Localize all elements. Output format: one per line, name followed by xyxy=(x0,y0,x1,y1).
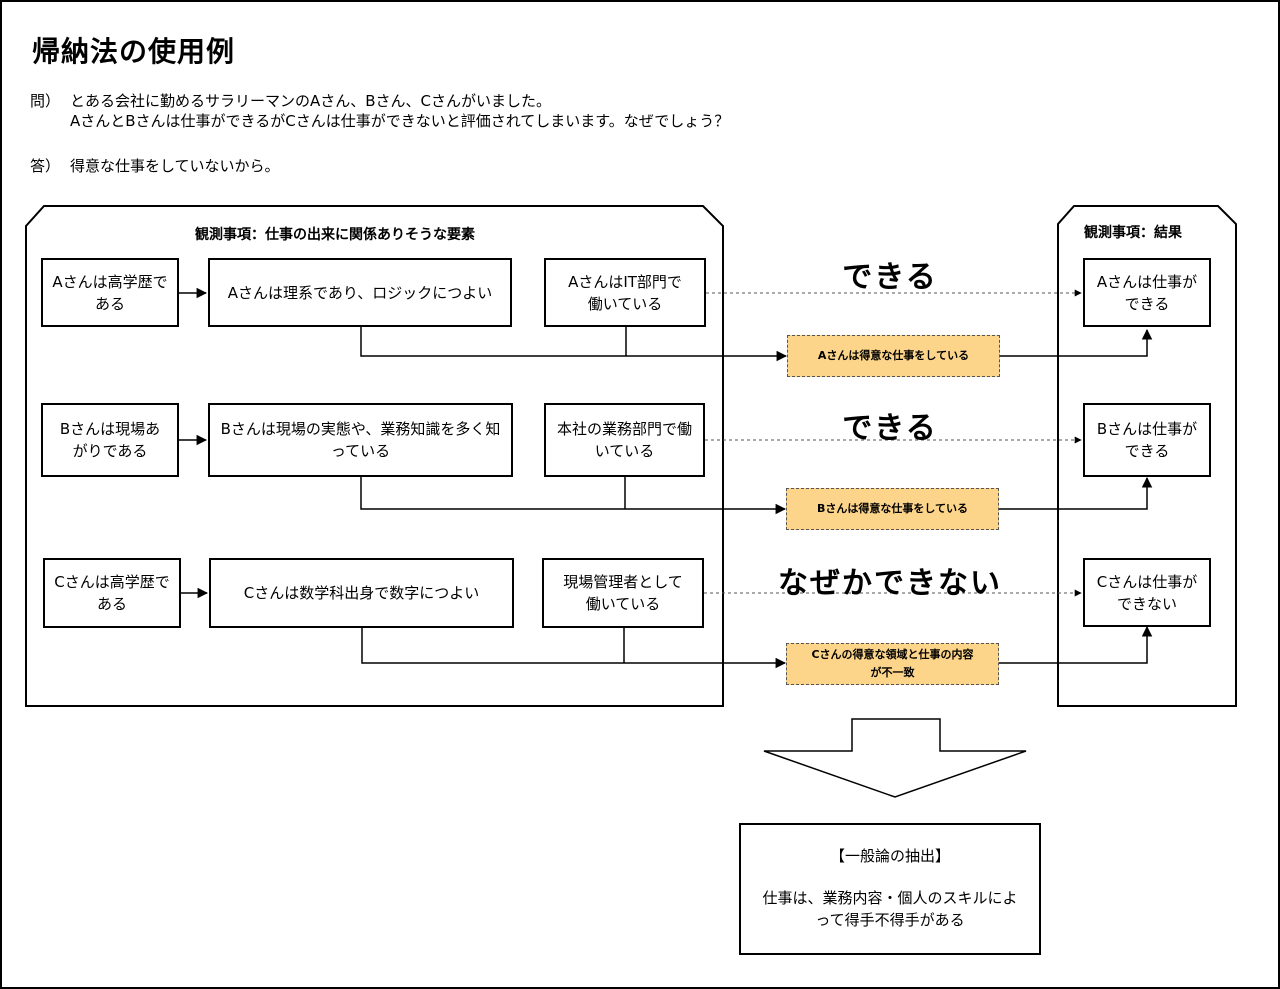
insight-a: Aさんは得意な仕事をしている xyxy=(787,335,1000,377)
factor-b-1: Bさんは現場あがりである xyxy=(41,403,179,477)
verdict-b: できる xyxy=(842,411,938,446)
factor-a-1: Aさんは高学歴である xyxy=(41,258,179,327)
factor-b-3: 本社の業務部門で働いている xyxy=(544,403,705,477)
question-line-2: AさんとBさんは仕事ができるがCさんは仕事ができないと評価されてしまいます。なぜ… xyxy=(70,112,730,130)
verdict-c: なぜかできない xyxy=(778,566,1002,601)
factor-a-3: AさんはIT部門で働いている xyxy=(544,258,706,327)
summary-heading: 【一般論の抽出】 xyxy=(829,847,950,865)
question-line-1: とある会社に勤めるサラリーマンのAさん、Bさん、Cさんがいました。 xyxy=(70,92,552,110)
result-panel xyxy=(1057,205,1237,707)
summary-body: 仕事は、業務内容・個人のスキルによって得手不得手がある xyxy=(762,889,1018,929)
observation-header: 観測事項：仕事の出来に関係ありそうな要素 xyxy=(195,227,475,243)
observation-panel xyxy=(25,205,724,707)
result-header: 観測事項：結果 xyxy=(1084,225,1182,241)
factor-b-2: Bさんは現場の実態や、業務知識を多く知っている xyxy=(208,403,513,477)
question-label: 問） xyxy=(30,92,61,110)
insight-b: Bさんは得意な仕事をしている xyxy=(786,488,999,530)
answer-label: 答） xyxy=(30,157,61,175)
result-b: Bさんは仕事ができる xyxy=(1083,403,1211,477)
verdict-a: できる xyxy=(842,260,938,295)
down-arrow-icon xyxy=(763,718,1027,798)
page-title: 帰納法の使用例 xyxy=(32,35,236,68)
result-a: Aさんは仕事ができる xyxy=(1083,258,1211,327)
summary-box: 【一般論の抽出】 仕事は、業務内容・個人のスキルによって得手不得手がある xyxy=(739,823,1041,955)
answer-text: 得意な仕事をしていないから。 xyxy=(70,157,280,175)
result-c: Cさんは仕事ができない xyxy=(1083,558,1211,627)
factor-c-1: Cさんは高学歴である xyxy=(43,558,181,628)
factor-a-2: Aさんは理系であり、ロジックにつよい xyxy=(208,258,512,327)
factor-c-3: 現場管理者として働いている xyxy=(542,558,704,628)
insight-c: Cさんの得意な領域と仕事の内容が不一致 xyxy=(786,643,999,685)
factor-c-2: Cさんは数学科出身で数字につよい xyxy=(209,558,514,628)
